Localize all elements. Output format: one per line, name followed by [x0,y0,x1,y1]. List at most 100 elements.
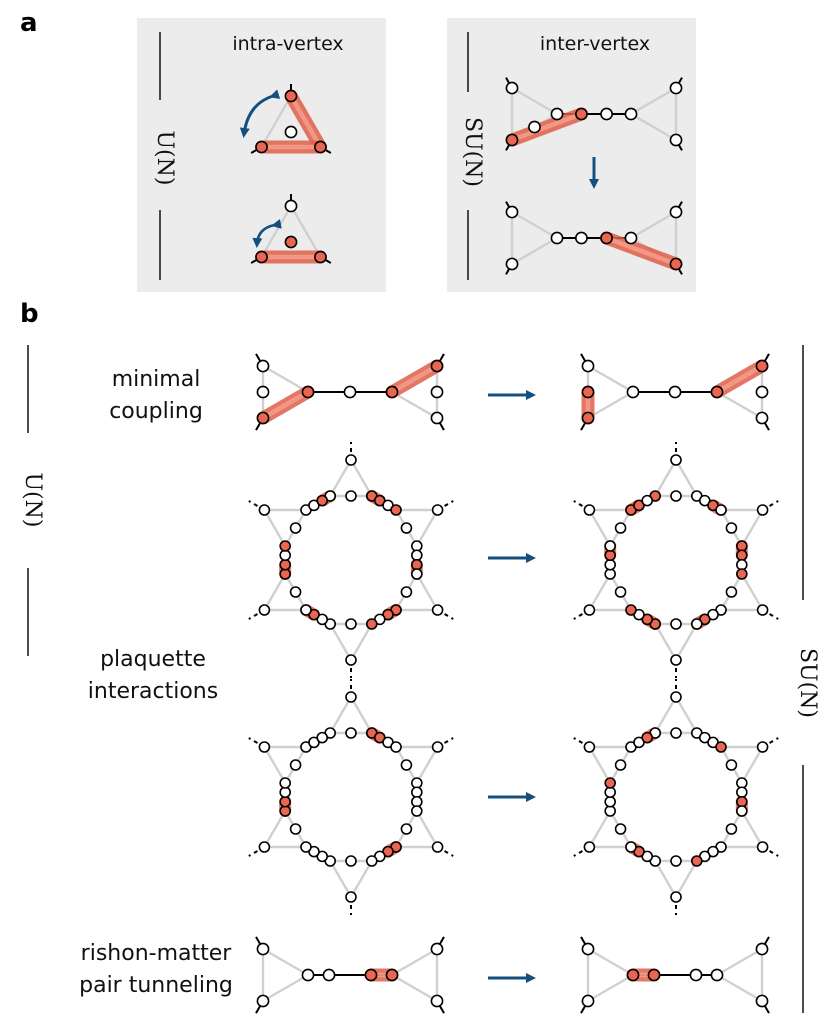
occupied-site [690,855,703,867]
occupied-site [736,568,748,580]
empty-site [614,586,627,598]
empty-site [604,795,616,808]
triangle-edge [740,745,764,785]
pair-highlight-glow [509,111,584,143]
empty-site [725,759,738,771]
triangle-edge [349,622,373,662]
pair-highlight-glow [260,389,311,421]
triangle-edge [715,973,764,1003]
empty-site [670,727,682,739]
empty-site [725,586,738,598]
occupied-site [314,250,327,264]
empty-site [669,81,683,95]
u-n-label-panel-b: U(N) [20,473,45,528]
triangle-edge [263,572,287,612]
inter-vertex-title: inter-vertex [540,33,650,55]
triangle-edge [261,973,310,1003]
triangle-edge [263,745,287,785]
triangle-edge [510,236,559,266]
row-label-line: pair tunneling [79,973,233,998]
triangle-edge [415,572,439,612]
triangle-edge [349,458,373,498]
occupied-site [626,968,640,982]
empty-site [583,604,596,616]
u-n-label-panel-a: U(N) [152,131,177,186]
empty-site [725,823,738,835]
empty-site [256,359,270,373]
empty-site [345,490,357,502]
empty-site [345,654,357,666]
empty-site [258,841,271,853]
triangle-edge [289,204,322,259]
empty-site [710,968,724,982]
occupied-site [279,795,291,808]
u-n-bracket-left: U(N) [20,345,45,656]
empty-site [430,994,444,1008]
empty-site [390,741,402,753]
empty-site [316,731,329,744]
row-label-rishon-matter: rishon-matter pair tunneling [79,941,233,998]
empty-site [756,841,769,853]
occupied-site [647,968,661,982]
occupied-site [715,741,727,753]
triangle-edge [588,745,612,785]
triangle-edge [263,508,287,548]
empty-site [411,549,423,562]
pair-highlight-glow [714,363,765,395]
empty-site [755,994,769,1008]
empty-site [669,133,683,147]
occupied-site [284,89,298,103]
empty-site [670,891,682,903]
empty-site [400,586,413,598]
pair-highlight-glow [604,235,679,267]
triangle-edge [329,458,353,498]
empty-site [431,504,444,516]
empty-site [670,654,682,666]
empty-site [345,618,357,630]
occupied-site [255,250,268,264]
empty-site [258,604,271,616]
empty-site [343,385,357,399]
empty-site [756,604,769,616]
empty-site [581,359,595,373]
empty-site [755,411,769,425]
empty-site [668,385,682,399]
triangle-edge [674,458,698,498]
occupied-site [710,385,724,399]
triangle-edge [329,859,353,899]
empty-site [289,522,302,534]
occupied-site [279,540,291,552]
empty-site [725,522,738,534]
triangle-edge [654,859,678,899]
empty-site [528,120,541,134]
inter-vertex-panel: inter-vertex SU(N) [447,18,696,292]
occupied-site [430,359,444,373]
triangle-edge [674,695,698,735]
triangle-edge [674,622,698,662]
row-label-line: minimal [112,367,201,392]
empty-site [411,568,423,580]
empty-site [430,942,444,956]
triangle-edge [715,947,764,977]
triangle-edge [654,695,678,735]
triangle-edge [390,390,439,420]
empty-site [345,891,357,903]
empty-site [581,994,595,1008]
triangle-edge [415,745,439,785]
occupied-site [641,731,654,744]
triangle-edge [586,973,635,1003]
empty-site [614,522,627,534]
empty-site [756,741,769,753]
empty-site [550,231,564,245]
curved-arrow [239,89,281,138]
empty-site [400,823,413,835]
occupied-site [256,411,270,425]
empty-site [284,199,298,213]
triangle-edge [588,572,612,612]
triangle-edge [629,112,678,142]
empty-site [755,942,769,956]
triangle-edge [654,458,678,498]
triangle-edge [588,508,612,548]
occupied-site [755,359,769,373]
